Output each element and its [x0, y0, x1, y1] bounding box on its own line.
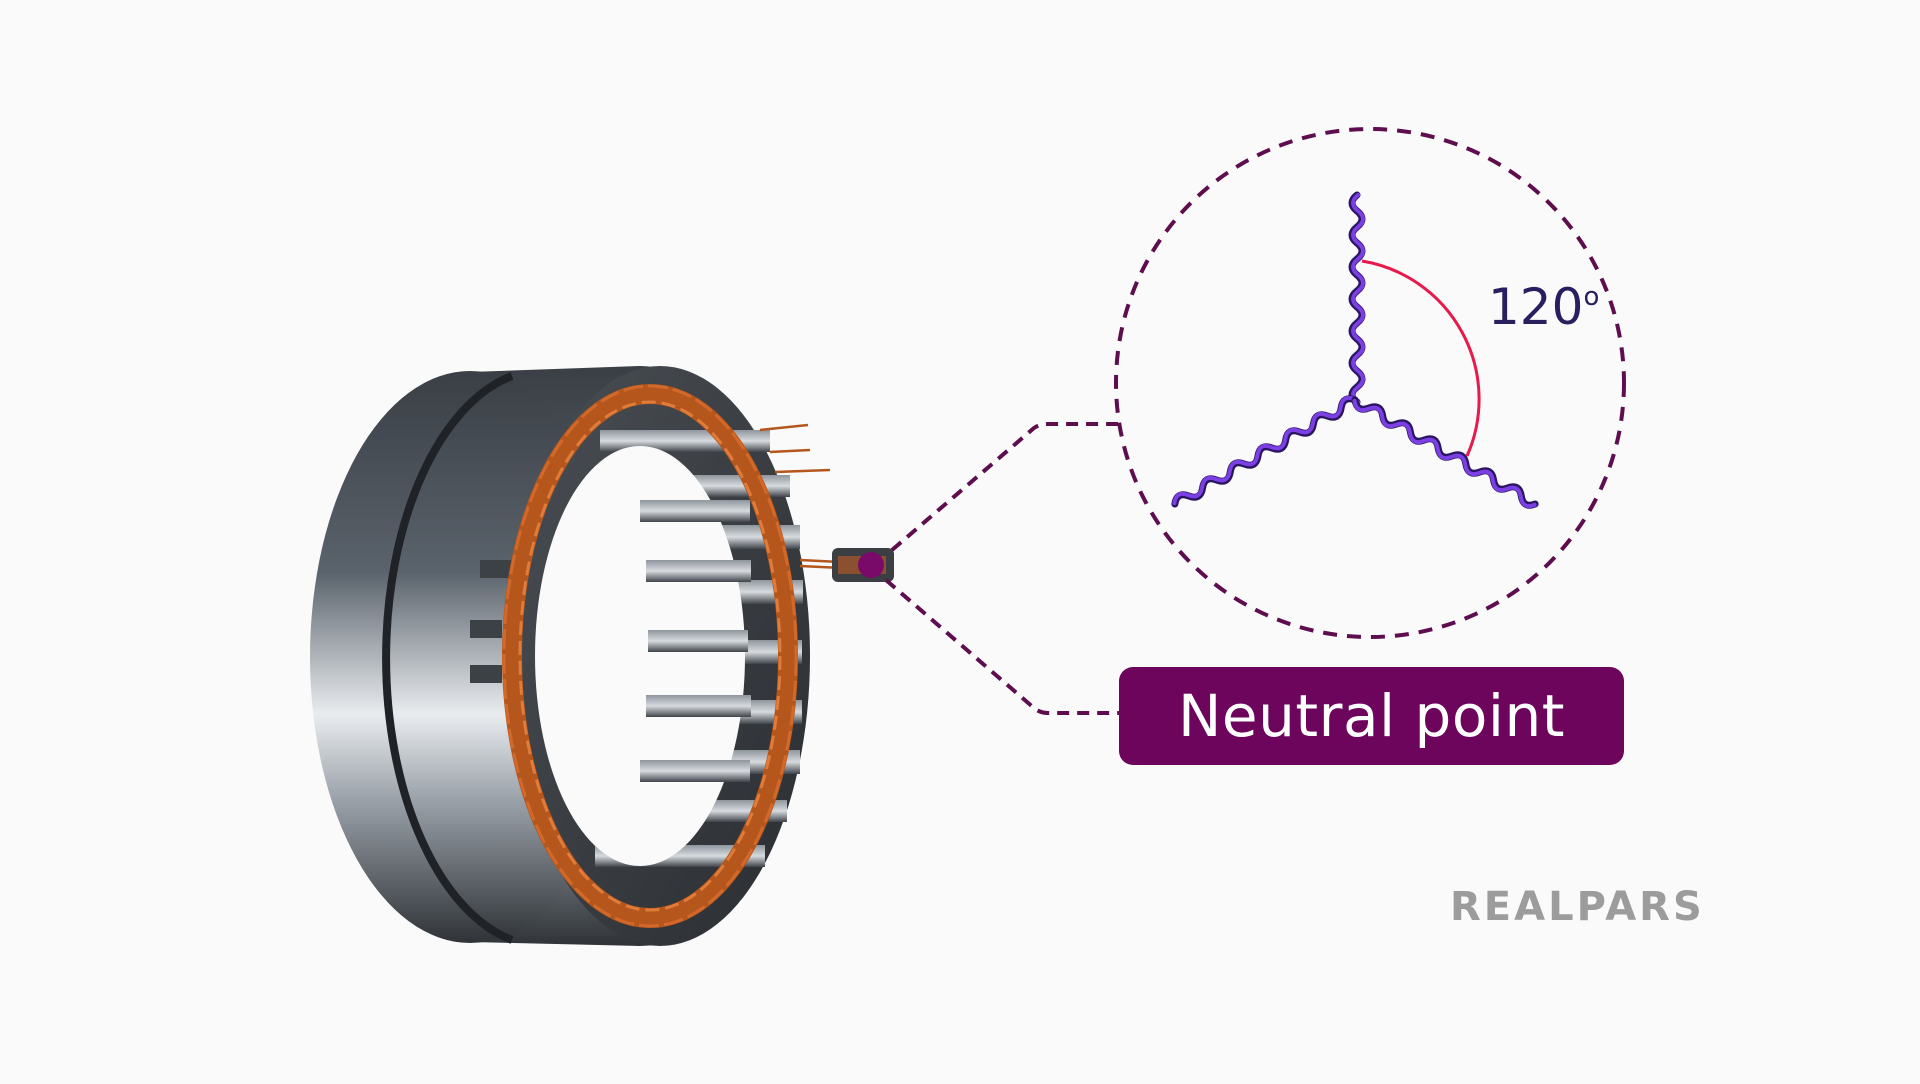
callout-leaders [884, 422, 1120, 715]
neutral-point-label: Neutral point [1119, 667, 1624, 765]
angle-label: 120o [1488, 282, 1599, 332]
neutral-connector [832, 548, 894, 582]
stator-illustration [310, 366, 843, 946]
angle-value: 120 [1488, 278, 1584, 336]
zoom-circle [1114, 127, 1626, 639]
stator-groove [382, 372, 514, 944]
realpars-logo: REALPARS [1450, 884, 1705, 930]
lead-wires [759, 423, 843, 570]
star-winding-diagram [1171, 191, 1539, 509]
angle-arc [1361, 259, 1481, 457]
neutral-point-text: Neutral point [1178, 682, 1565, 750]
neutral-point-dot [858, 552, 884, 578]
copper-windings [502, 384, 798, 928]
degree-symbol: o [1583, 282, 1600, 312]
